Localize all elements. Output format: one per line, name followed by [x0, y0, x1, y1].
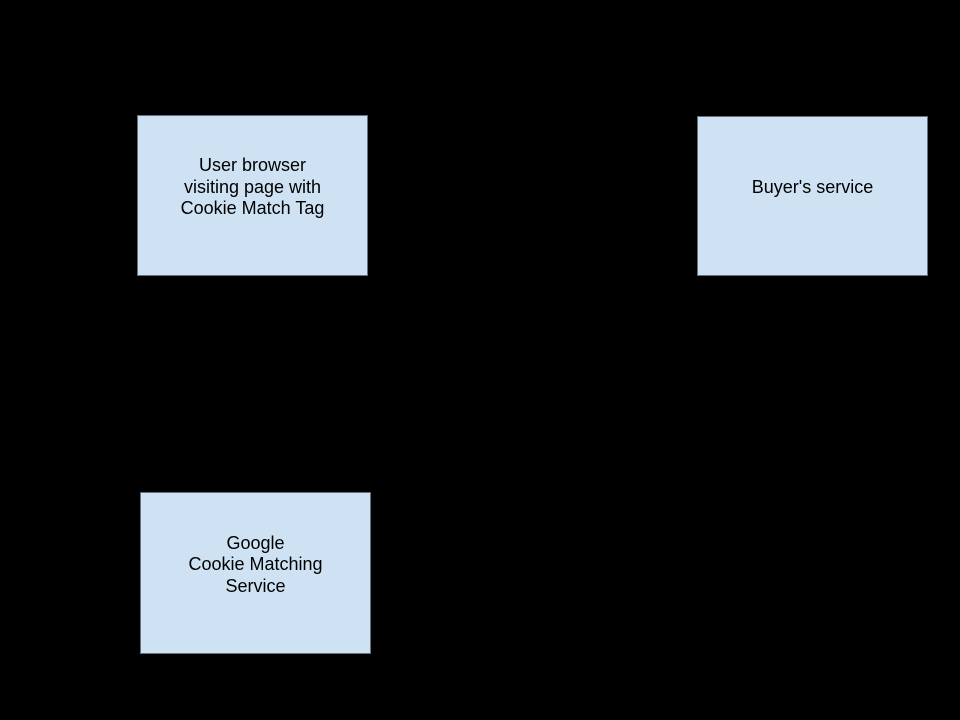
- node-user-browser: User browser visiting page with Cookie M…: [137, 115, 368, 276]
- label-line: Cookie Match Tag: [180, 198, 325, 219]
- label-line: Google: [226, 532, 285, 553]
- node-google-cookie-matching-service-label: Google Cookie Matching Service: [188, 533, 322, 598]
- node-google-cookie-matching-service: Google Cookie Matching Service: [140, 492, 371, 654]
- label-line: Cookie Matching: [188, 554, 323, 575]
- label-line: Buyer's service: [751, 177, 874, 198]
- node-buyers-service: Buyer's service: [697, 116, 928, 276]
- label-line: User browser: [198, 155, 307, 176]
- label-line: Service: [225, 575, 286, 596]
- node-user-browser-label: User browser visiting page with Cookie M…: [181, 155, 325, 220]
- node-buyers-service-label: Buyer's service: [752, 177, 873, 199]
- label-line: visiting page with: [183, 176, 322, 197]
